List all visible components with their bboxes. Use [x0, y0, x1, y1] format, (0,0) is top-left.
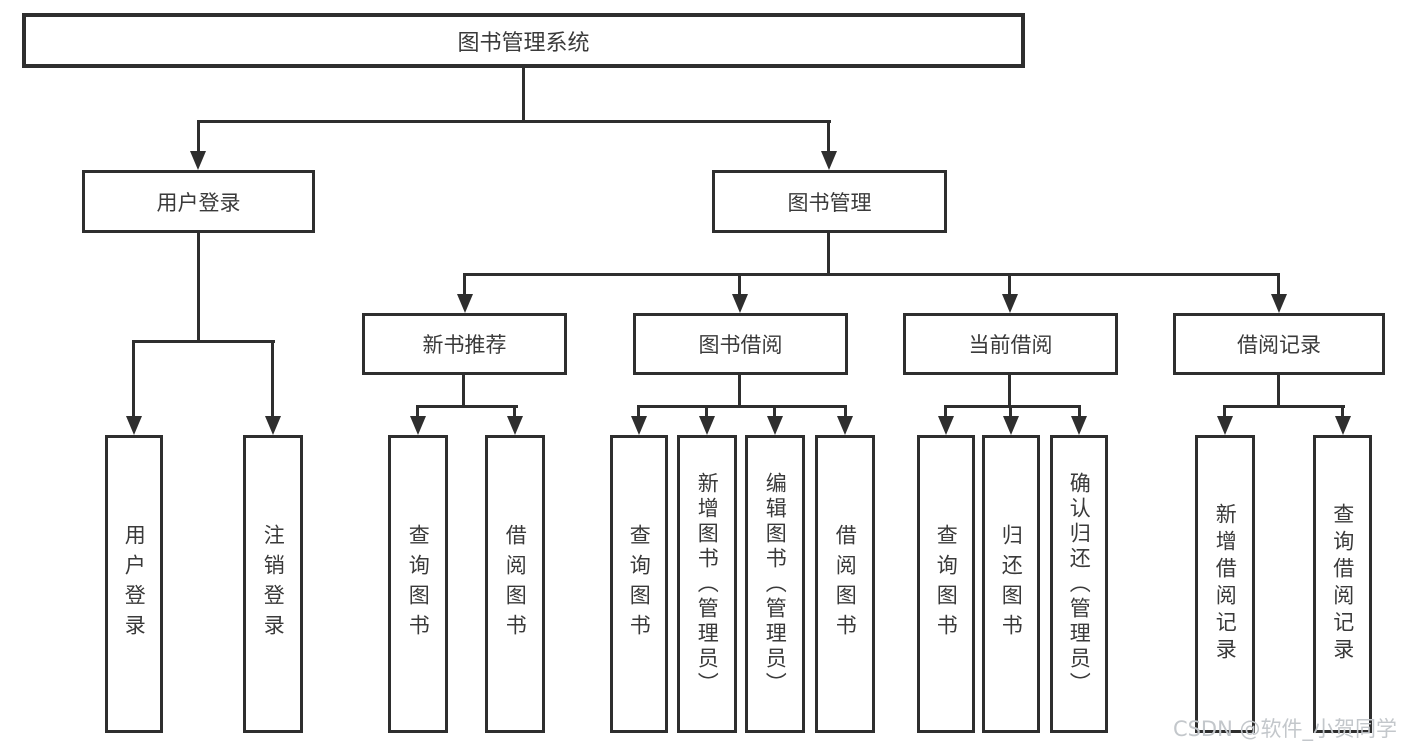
connector-to-add-books-admin [705, 405, 708, 419]
node-borrow-records: 借阅记录 [1173, 313, 1385, 375]
arrowhead-logout [265, 416, 281, 435]
node-book-management: 图书管理 [712, 170, 947, 233]
connector-borrow-records-split [1223, 405, 1345, 408]
arrowhead-query-books-3 [938, 416, 954, 435]
arrowhead-user-login [190, 151, 206, 170]
connector-root-stem [522, 68, 525, 123]
leaf-edit-books-admin: 编辑图书（管理员） [745, 435, 805, 733]
connector-to-book-management [827, 120, 830, 153]
arrowhead-current-borrow [1002, 294, 1018, 313]
arrowhead-edit-books-admin [767, 416, 783, 435]
connector-level1-split [197, 120, 831, 123]
node-book-borrow: 图书借阅 [633, 313, 848, 375]
leaf-query-books-2: 查询图书 [610, 435, 668, 733]
connector-to-query-books-2 [637, 405, 640, 419]
arrowhead-borrow-records [1271, 294, 1287, 313]
connector-to-query-borrow-record [1341, 405, 1344, 419]
connector-new-book-recommend-stem [462, 374, 465, 405]
connector-to-borrow-records [1277, 273, 1280, 296]
connector-book-borrow-stem [738, 374, 741, 405]
connector-to-new-book-recommend [463, 273, 466, 296]
connector-to-borrow-books-1 [513, 405, 516, 419]
arrowhead-borrow-books-1 [507, 416, 523, 435]
leaf-query-books-3: 查询图书 [917, 435, 975, 733]
connector-user-login-stem [197, 232, 200, 340]
connector-to-query-books-1 [416, 405, 419, 419]
connector-to-borrow-books-2 [844, 405, 847, 419]
watermark: CSDN @软件_小贺同学 [1172, 717, 1397, 741]
arrowhead-add-borrow-record [1217, 416, 1233, 435]
arrowhead-add-books-admin [699, 416, 715, 435]
arrowhead-query-books-2 [631, 416, 647, 435]
arrowhead-new-book-recommend [457, 294, 473, 313]
arrowhead-confirm-return-admin [1071, 416, 1087, 435]
connector-borrow-records-stem [1277, 374, 1280, 405]
arrowhead-return-books [1003, 416, 1019, 435]
connector-to-logout [271, 340, 274, 418]
leaf-return-books: 归还图书 [982, 435, 1040, 733]
connector-to-user-login [197, 120, 200, 153]
connector-to-confirm-return-admin [1078, 405, 1081, 419]
connector-level2-split [463, 273, 1280, 276]
connector-current-borrow-stem [1008, 374, 1011, 405]
arrowhead-borrow-books-2 [837, 416, 853, 435]
connector-new-book-recommend-split [416, 405, 518, 408]
connector-to-edit-books-admin [773, 405, 776, 419]
node-user-login: 用户登录 [82, 170, 315, 233]
arrowhead-user-login-leaf [126, 416, 142, 435]
connector-to-add-borrow-record [1223, 405, 1226, 419]
connector-current-borrow-split [944, 405, 1081, 408]
leaf-query-books-1: 查询图书 [388, 435, 448, 733]
arrowhead-query-books-1 [410, 416, 426, 435]
leaf-confirm-return-admin: 确认归还（管理员） [1050, 435, 1108, 733]
arrowhead-book-borrow [732, 294, 748, 313]
node-root: 图书管理系统 [22, 13, 1025, 68]
leaf-add-borrow-record: 新增借阅记录 [1195, 435, 1255, 733]
connector-to-current-borrow [1008, 273, 1011, 296]
leaf-user-login: 用户登录 [105, 435, 163, 733]
node-current-borrow: 当前借阅 [903, 313, 1118, 375]
connector-book-borrow-split [637, 405, 847, 408]
leaf-borrow-books-1: 借阅图书 [485, 435, 545, 733]
connector-to-book-borrow [738, 273, 741, 296]
connector-to-query-books-3 [944, 405, 947, 419]
leaf-add-books-admin: 新增图书（管理员） [677, 435, 737, 733]
connector-user-login-split [132, 340, 275, 343]
connector-to-return-books [1009, 405, 1012, 419]
leaf-query-borrow-record: 查询借阅记录 [1313, 435, 1372, 733]
node-new-book-recommend: 新书推荐 [362, 313, 567, 375]
arrowhead-book-management [821, 151, 837, 170]
connector-to-user-login-leaf [132, 340, 135, 418]
arrowhead-query-borrow-record [1335, 416, 1351, 435]
leaf-logout: 注销登录 [243, 435, 303, 733]
leaf-borrow-books-2: 借阅图书 [815, 435, 875, 733]
connector-book-management-stem [827, 232, 830, 273]
